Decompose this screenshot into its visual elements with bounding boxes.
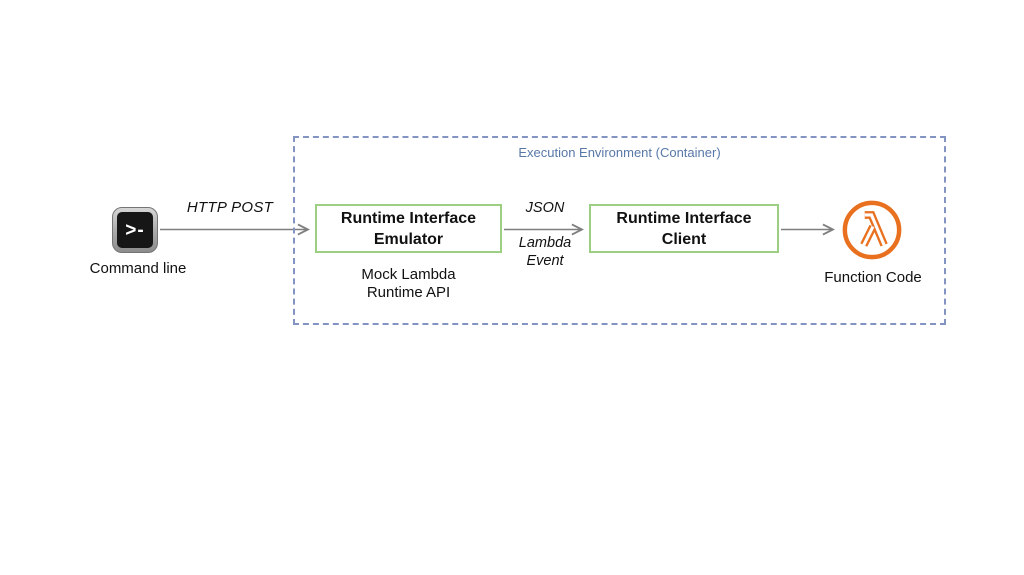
json-label: JSON (525, 200, 565, 216)
terminal-prompt-glyph: >- (125, 219, 145, 241)
runtime-interface-client-box: Runtime Interface Client (589, 204, 779, 253)
lambda-event-label: Lambda Event (518, 235, 572, 269)
execution-environment-label: Execution Environment (Container) (518, 145, 721, 160)
aws-lambda-icon (841, 199, 903, 261)
runtime-interface-emulator-box: Runtime Interface Emulator (315, 204, 502, 253)
function-code-label: Function Code (824, 269, 922, 286)
terminal-screen: >- (117, 212, 153, 248)
execution-environment-container (293, 136, 946, 325)
mock-lambda-runtime-api-label: Mock Lambda Runtime API (361, 266, 456, 301)
http-post-label: HTTP POST (186, 199, 274, 216)
terminal-icon: >- (112, 207, 158, 253)
command-line-label: Command line (89, 260, 187, 277)
